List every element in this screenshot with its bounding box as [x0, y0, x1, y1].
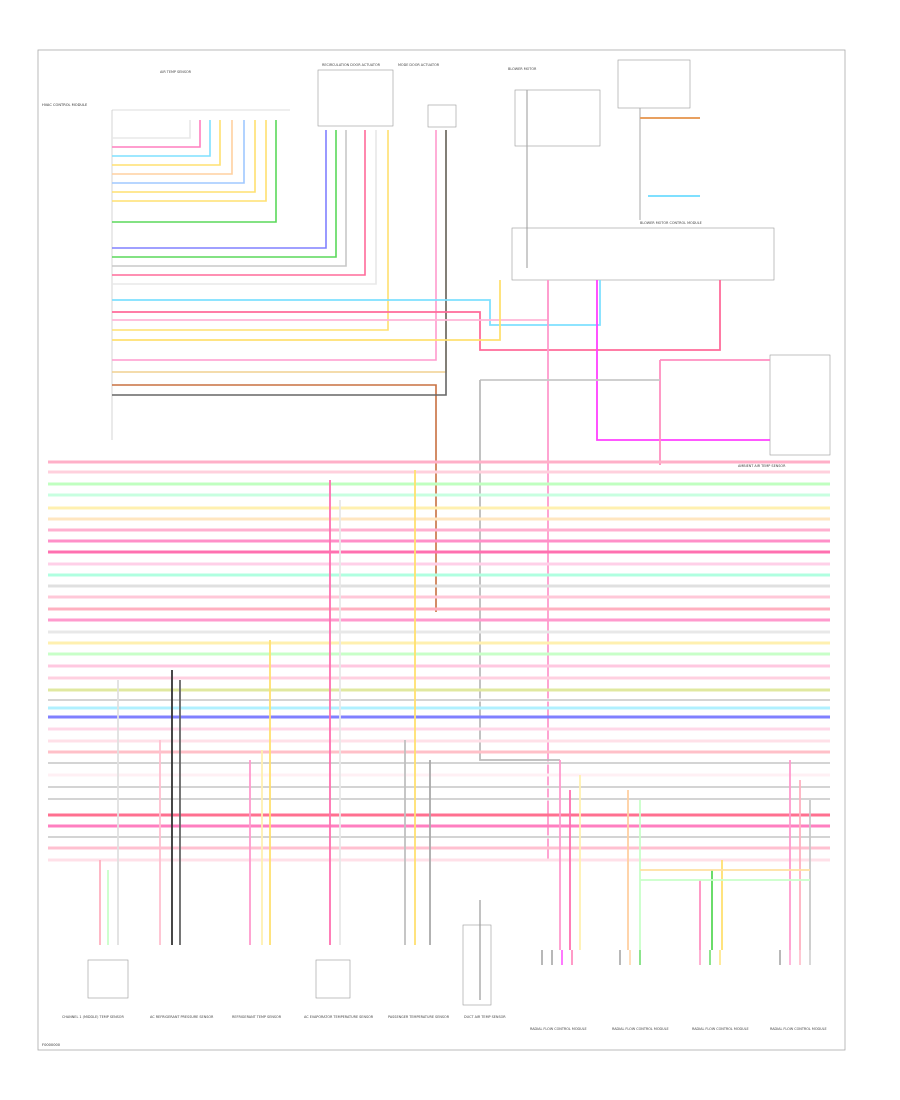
refrigerant-temp-sensor-label: REFRIGERANT TEMP SENSOR: [232, 1015, 282, 1019]
ambient-air-sensor: AMBIENT AIR TEMP SENSOR: [738, 354, 831, 468]
main-harness-bus: [48, 460, 830, 862]
svg-text:AMBIENT AIR TEMP SENSOR: AMBIENT AIR TEMP SENSOR: [738, 464, 786, 468]
radial-flow-module-3-label: RADIAL FLOW CONTROL MODULE: [692, 1027, 749, 1031]
radial-flow-module-2-label: RADIAL FLOW CONTROL MODULE: [612, 1027, 669, 1031]
blower-motor: BLOWER MOTOR: [508, 67, 601, 268]
bottom-module-boxes: [87, 924, 492, 1006]
channel-temp-sensor-label: CHANNEL 1 (MIDDLE) TEMP SENSOR: [62, 1015, 124, 1019]
svg-text:RECIRCULATION DOOR ACTUATOR: RECIRCULATION DOOR ACTUATOR: [322, 63, 381, 67]
air-temp-sensor-ref-label: AIR TEMP SENSOR: [160, 70, 192, 74]
bottom-module-labels: CHANNEL 1 (MIDDLE) TEMP SENSOR AC REFRIG…: [62, 1015, 827, 1031]
recirc-door-actuator: RECIRCULATION DOOR ACTUATOR: [317, 63, 394, 127]
right-bottom-drops: [559, 760, 811, 950]
blower-control-module: BLOWER MOTOR CONTROL MODULE: [511, 221, 775, 281]
svg-text:BLOWER MOTOR CONTROL MODULE: BLOWER MOTOR CONTROL MODULE: [640, 221, 702, 225]
ac-refrigerant-pressure-sensor-label: AC REFRIGERANT PRESSURE SENSOR: [150, 1015, 214, 1019]
vertical-drops: [99, 470, 481, 1000]
hvac-upper-pin-wires: [112, 120, 277, 223]
bus-dark-overlay: [48, 699, 830, 838]
relay-block: [617, 59, 700, 220]
passenger-temp-sensor-label: PASSENGER TEMPERATURE SENSOR: [388, 1015, 450, 1019]
radial-connector-stubs: [541, 950, 811, 965]
svg-text:MODE DOOR ACTUATOR: MODE DOOR ACTUATOR: [398, 63, 440, 67]
mode-door-actuator: MODE DOOR ACTUATOR: [398, 63, 457, 128]
figure-code: F0000000: [42, 1043, 61, 1047]
svg-text:BLOWER MOTOR: BLOWER MOTOR: [508, 67, 537, 71]
duct-air-temp-sensor-label: DUCT AIR TEMP SENSOR: [464, 1015, 506, 1019]
hvac-control-module-label: HVAC CONTROL MODULE: [42, 103, 88, 107]
radial-flow-module-4-label: RADIAL FLOW CONTROL MODULE: [770, 1027, 827, 1031]
right-side-wires: [112, 280, 770, 860]
actuator-wires: [112, 130, 447, 612]
radial-flow-module-1-label: RADIAL FLOW CONTROL MODULE: [530, 1027, 587, 1031]
ac-evaporator-temp-sensor-label: AC EVAPORATOR TEMPERATURE SENSOR: [304, 1015, 374, 1019]
diagram-frame: [37, 49, 846, 1051]
